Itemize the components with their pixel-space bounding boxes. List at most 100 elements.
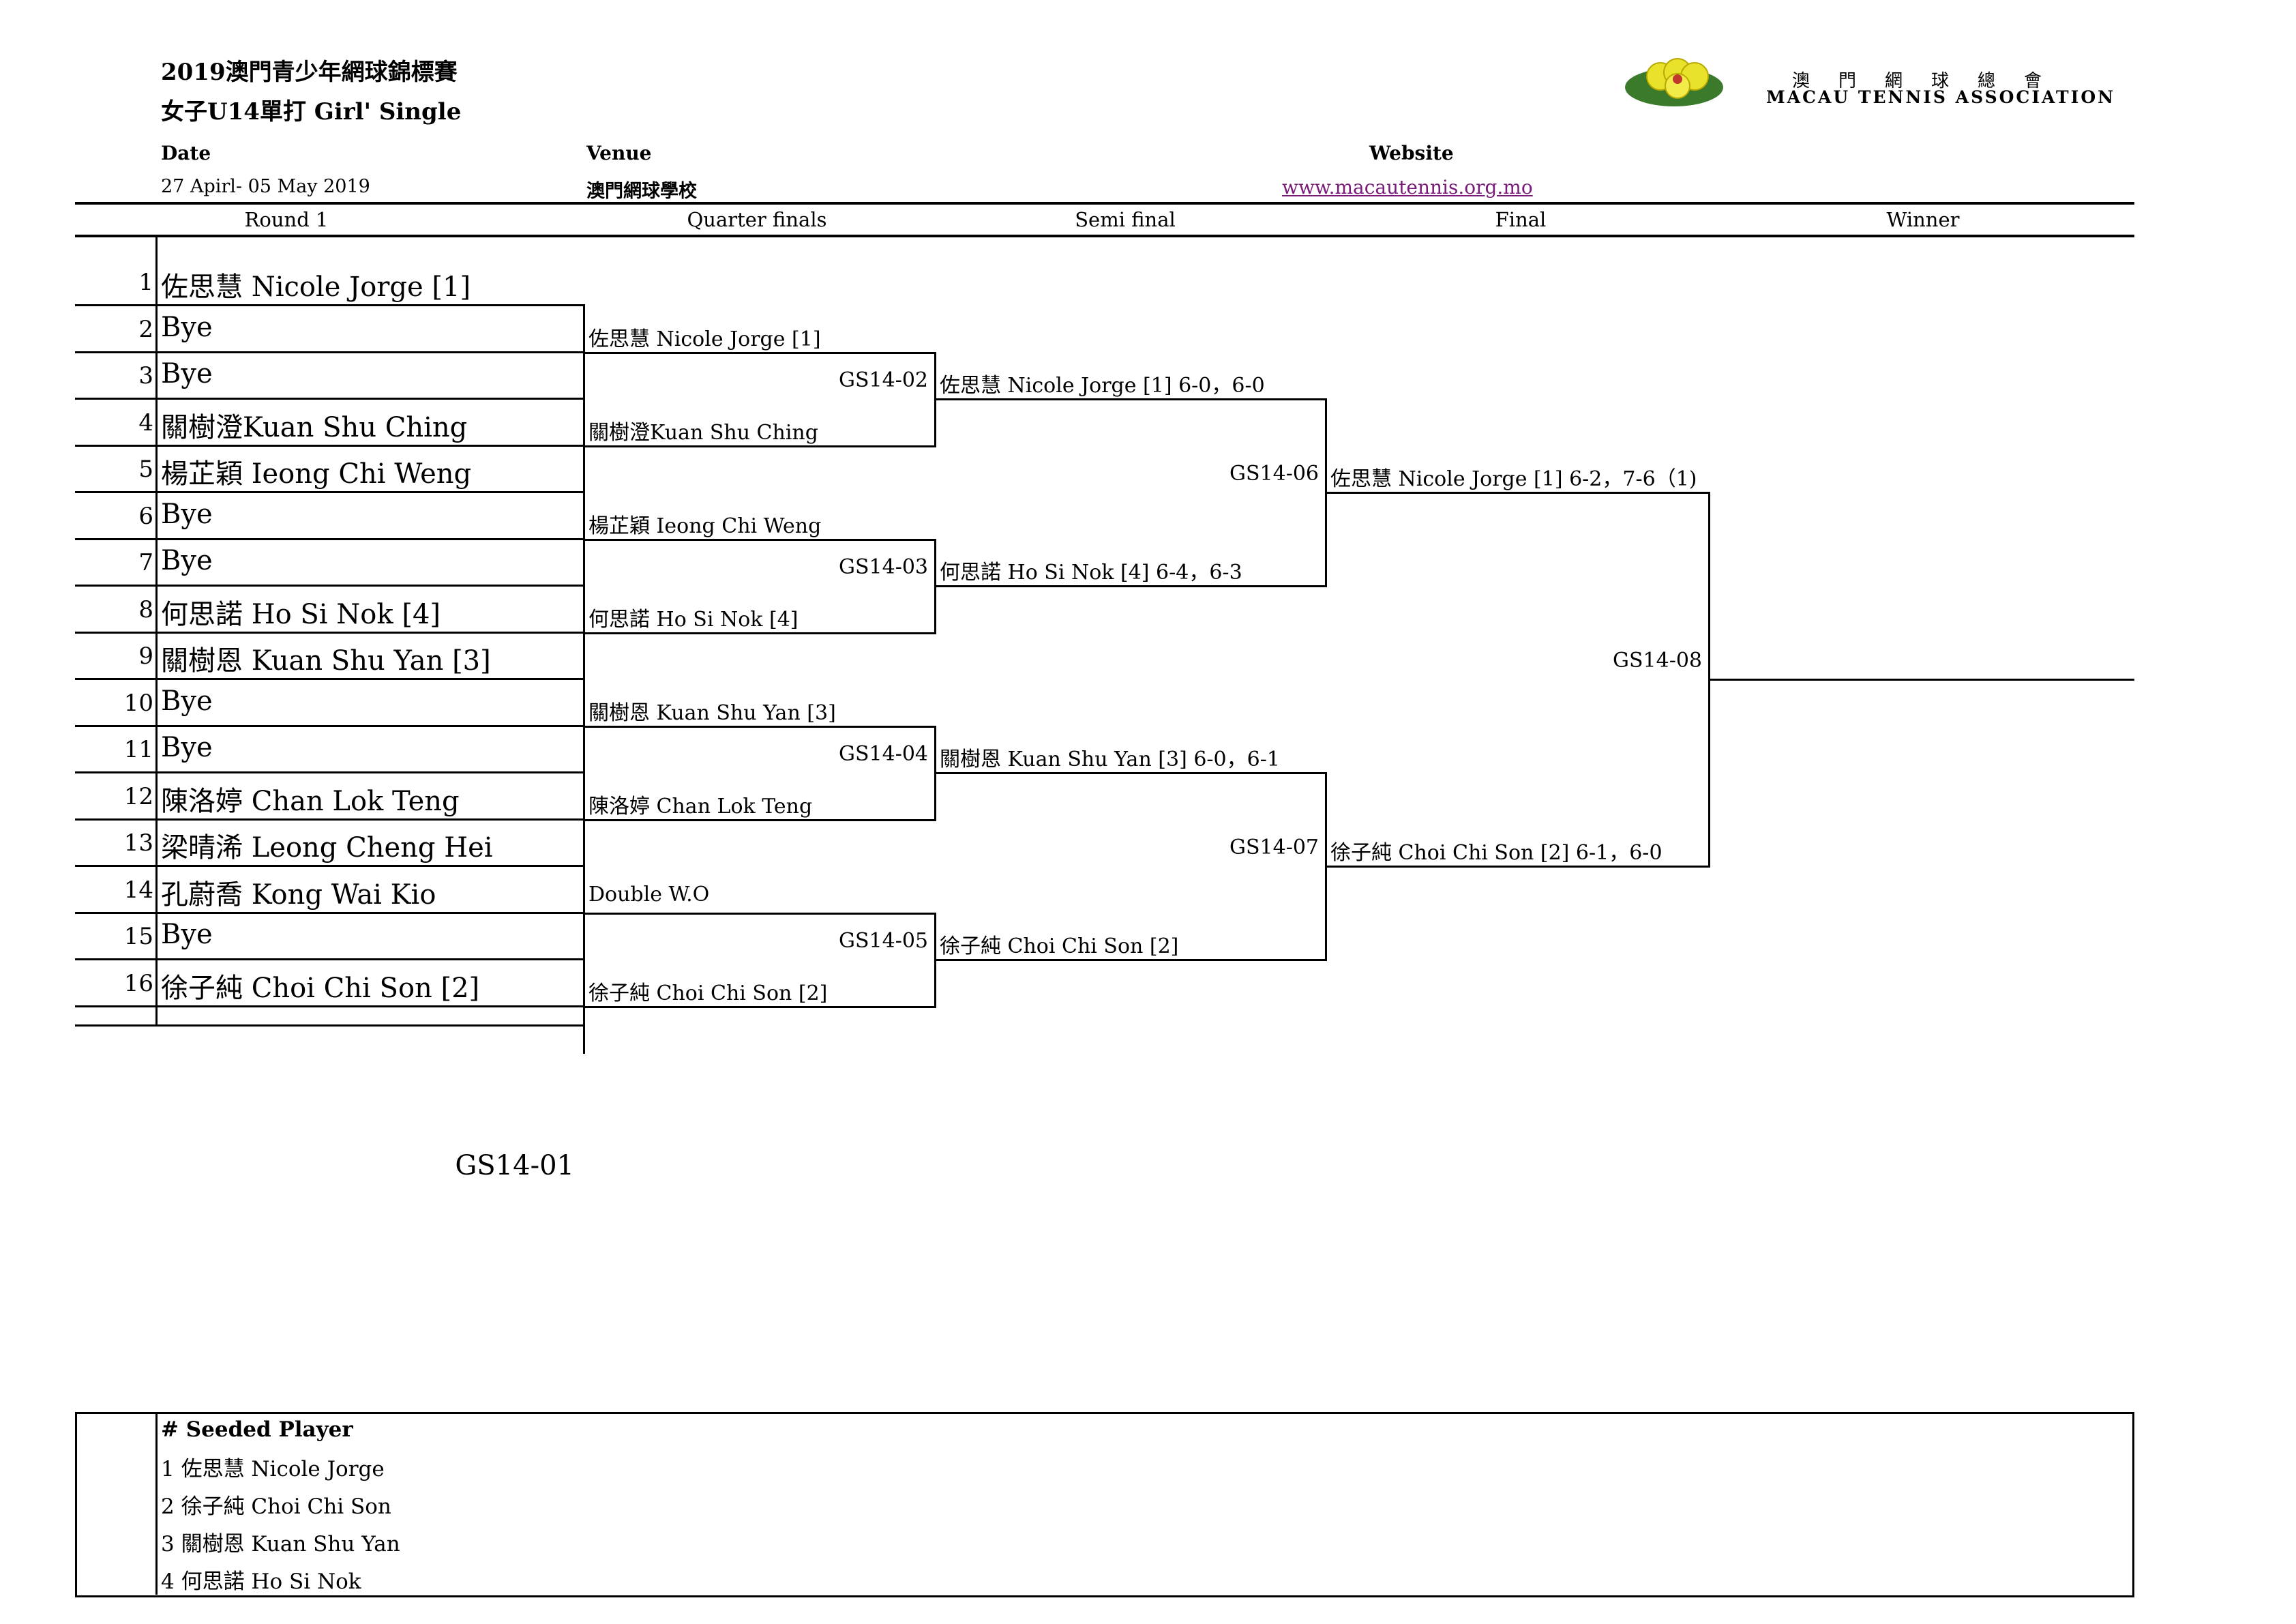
column-semi-final: Semi final	[1075, 208, 1176, 231]
quarterfinal-entry: 關樹恩 Kuan Shu Yan [3]	[588, 700, 836, 725]
player-name: 關樹恩 Kuan Shu Yan [3]	[161, 645, 491, 677]
semifinal-line	[934, 398, 1325, 401]
quarterfinal-entry: 陳洛婷 Chan Lok Teng	[588, 794, 813, 818]
round1-line	[75, 537, 583, 540]
round1-divider	[155, 236, 158, 1027]
winner-line	[1708, 679, 2134, 681]
venue-value: 澳門網球學校	[586, 181, 697, 202]
player-name: Bye	[161, 732, 213, 763]
date-label: Date	[161, 142, 211, 164]
seed-item: 2 徐子純 Choi Chi Son	[161, 1494, 391, 1519]
player-number: 2	[138, 315, 153, 343]
round1-line	[75, 678, 583, 680]
quarterfinal-entry: 佐思慧 Nicole Jorge [1]	[588, 327, 821, 351]
round1-line	[75, 491, 583, 493]
player-name: Bye	[161, 311, 213, 343]
round1-line	[75, 631, 583, 634]
website-link[interactable]: www.macautennis.org.mo	[1282, 176, 1533, 198]
player-number: 8	[138, 595, 153, 623]
player-number: 15	[123, 923, 153, 950]
semifinal-line	[934, 959, 1325, 962]
quarterfinal-entry: 楊芷穎 Ieong Chi Weng	[588, 514, 822, 538]
semifinal-entry: 何思諾 Ho Si Nok [4] 6-4，6-3	[940, 561, 1242, 585]
player-name: 佐思慧 Nicole Jorge [1]	[161, 271, 471, 303]
semifinal-entry: 徐子純 Choi Chi Son [2]	[940, 934, 1179, 959]
player-name: Bye	[161, 685, 213, 717]
player-number: 16	[123, 969, 153, 997]
player-number: 6	[138, 502, 153, 530]
tennis-ball-logo-icon	[1625, 58, 1723, 106]
round1-line	[75, 958, 583, 960]
column-final: Final	[1495, 208, 1547, 231]
player-number: 13	[123, 829, 153, 857]
venue-label: Venue	[586, 142, 652, 164]
final-line	[1325, 492, 1708, 494]
column-quarter-finals: Quarter finals	[687, 208, 827, 231]
match-code: GS14-08	[1613, 649, 1703, 673]
round1-line	[75, 304, 583, 306]
player-number: 4	[138, 409, 153, 437]
player-name: 陳洛婷 Chan Lok Teng	[161, 785, 460, 817]
round1-line	[75, 724, 583, 727]
quarterfinal-line	[583, 725, 934, 728]
seeded-players-box	[75, 1412, 2134, 1597]
player-name: 何思諾 Ho Si Nok [4]	[161, 598, 441, 630]
round1-line	[75, 1005, 583, 1007]
seed-item: 1 佐思慧 Nicole Jorge	[161, 1457, 385, 1481]
quarterfinal-line	[583, 538, 934, 541]
tournament-title: 2019澳門青少年網球錦標賽	[161, 59, 458, 86]
player-number: 3	[138, 362, 153, 389]
player-name: 孔蔚喬 Kong Wai Kio	[161, 879, 436, 911]
player-number: 14	[123, 876, 153, 904]
round1-line	[75, 1024, 583, 1027]
column-round1: Round 1	[244, 208, 329, 231]
match-code: GS14-04	[839, 742, 929, 767]
quarterfinal-entry: Double W.O	[588, 882, 710, 906]
player-number: 1	[138, 269, 153, 296]
match-code: GS14-05	[839, 929, 929, 954]
final-entry: 佐思慧 Nicole Jorge [1] 6-2，7-6（1)	[1330, 467, 1697, 492]
semifinal-line	[934, 772, 1325, 775]
semifinal-entry: 關樹恩 Kuan Shu Yan [3] 6-0，6-1	[940, 748, 1280, 772]
round1-line	[75, 444, 583, 447]
event-subtitle: 女子U14單打 Girl' Single	[161, 98, 462, 126]
match-code: GS14-03	[839, 555, 929, 580]
player-name: 楊芷穎 Ieong Chi Weng	[161, 458, 472, 490]
seed-item: 3 關樹恩 Kuan Shu Yan	[161, 1532, 400, 1556]
semifinal-line	[934, 585, 1325, 588]
player-name: 徐子純 Choi Chi Son [2]	[161, 972, 480, 1004]
match-code-r1: GS14-01	[455, 1150, 574, 1181]
logo-en-text: MACAU TENNIS ASSOCIATION	[1766, 87, 2115, 107]
date-value: 27 Apirl- 05 May 2019	[161, 176, 370, 197]
match-code: GS14-02	[839, 368, 929, 393]
quarterfinal-line	[583, 445, 934, 447]
quarterfinal-entry: 何思諾 Ho Si Nok [4]	[588, 607, 799, 632]
quarterfinal-line	[583, 818, 934, 821]
player-name: Bye	[161, 498, 213, 530]
header-top-rule	[75, 202, 2134, 205]
player-number: 5	[138, 456, 153, 483]
final-line	[1325, 866, 1708, 868]
round1-line	[75, 911, 583, 914]
player-name: 關樹澄Kuan Shu Ching	[161, 411, 468, 443]
player-number: 10	[123, 689, 153, 717]
player-number: 12	[123, 782, 153, 810]
quarterfinal-line	[583, 632, 934, 634]
quarterfinal-line	[583, 1005, 934, 1008]
player-number: 9	[138, 643, 153, 670]
player-name: Bye	[161, 545, 213, 576]
mta-logo	[1623, 55, 1732, 112]
quarterfinal-entry: 徐子純 Choi Chi Son [2]	[588, 981, 828, 1005]
player-name: 梁晴浠 Leong Cheng Hei	[161, 832, 493, 863]
round1-line	[75, 351, 583, 353]
round1-line	[75, 585, 583, 587]
logo-zh-text: 澳門網球總會	[1792, 71, 2071, 91]
semifinal-entry: 佐思慧 Nicole Jorge [1] 6-0，6-0	[940, 374, 1265, 398]
match-code: GS14-06	[1229, 462, 1320, 486]
player-number: 7	[138, 549, 153, 576]
round1-line	[75, 865, 583, 867]
quarterfinal-entry: 關樹澄Kuan Shu Ching	[588, 420, 818, 445]
column-winner: Winner	[1886, 208, 1960, 231]
seed-item: 4 何思諾 Ho Si Nok	[161, 1569, 361, 1594]
round1-line	[75, 771, 583, 773]
